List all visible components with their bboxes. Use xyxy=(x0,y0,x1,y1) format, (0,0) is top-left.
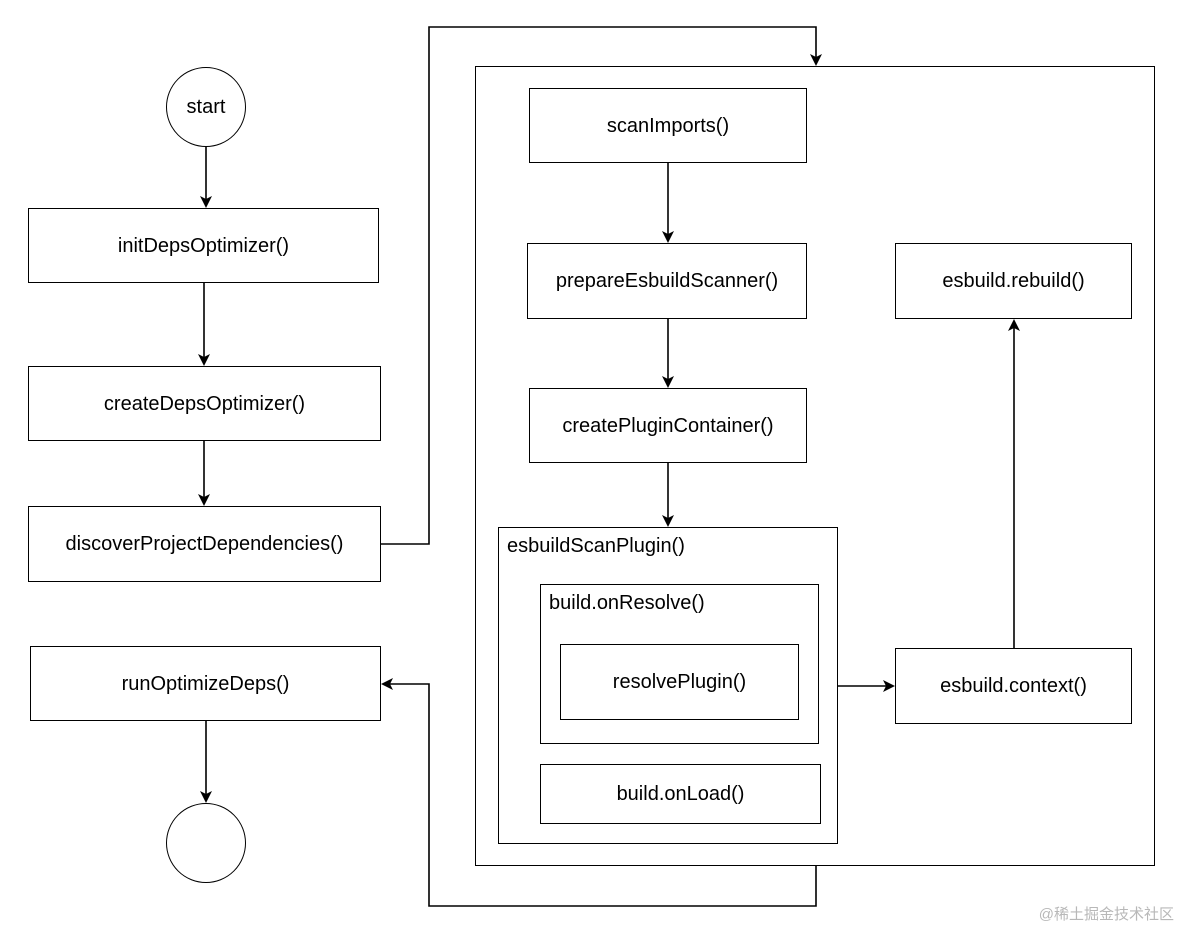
scan-imports-label: scanImports() xyxy=(606,114,730,137)
prepare-esbuild-scanner-label: prepareEsbuildScanner() xyxy=(555,270,779,292)
esbuild-scan-plugin-group: esbuildScanPlugin() xyxy=(498,527,838,844)
build-on-resolve-group: build.onResolve() xyxy=(540,584,819,744)
esbuild-context-label: esbuild.context() xyxy=(940,675,1087,697)
init-deps-optimizer-node: initDepsOptimizer() xyxy=(28,208,379,283)
prepare-esbuild-scanner-node: prepareEsbuildScanner() xyxy=(527,243,807,319)
start-label: start xyxy=(186,96,226,118)
watermark-text: @稀土掘金技术社区 xyxy=(1038,906,1174,923)
scan-process-container xyxy=(475,66,1155,866)
build-on-load-node: build.onLoad() xyxy=(540,764,821,824)
discover-project-dependencies-label: discoverProjectDependencies() xyxy=(65,533,344,555)
esbuild-rebuild-node: esbuild.rebuild() xyxy=(895,243,1132,319)
resolve-plugin-label: resolvePlugin() xyxy=(612,671,747,693)
esbuild-scan-plugin-label: esbuildScanPlugin() xyxy=(507,535,685,557)
arrow-discover-to-scan-container xyxy=(381,26,822,545)
create-plugin-container-node: createPluginContainer() xyxy=(529,388,807,463)
init-deps-optimizer-label: initDepsOptimizer() xyxy=(117,234,290,257)
start-node: start xyxy=(166,67,246,147)
run-optimize-deps-node: runOptimizeDeps() xyxy=(30,646,381,721)
end-node xyxy=(166,803,246,883)
discover-project-dependencies-node: discoverProjectDependencies() xyxy=(28,506,381,582)
create-deps-optimizer-label: createDepsOptimizer() xyxy=(103,392,306,415)
run-optimize-deps-label: runOptimizeDeps() xyxy=(121,672,290,695)
scan-imports-node: scanImports() xyxy=(529,88,807,163)
build-on-resolve-label: build.onResolve() xyxy=(549,592,705,614)
create-plugin-container-label: createPluginContainer() xyxy=(562,414,774,437)
arrow-scan-container-to-run-optimize xyxy=(381,678,817,907)
esbuild-context-node: esbuild.context() xyxy=(895,648,1132,724)
build-on-load-label: build.onLoad() xyxy=(616,783,745,805)
esbuild-rebuild-label: esbuild.rebuild() xyxy=(942,270,1085,292)
create-deps-optimizer-node: createDepsOptimizer() xyxy=(28,366,381,441)
resolve-plugin-node: resolvePlugin() xyxy=(560,644,799,720)
